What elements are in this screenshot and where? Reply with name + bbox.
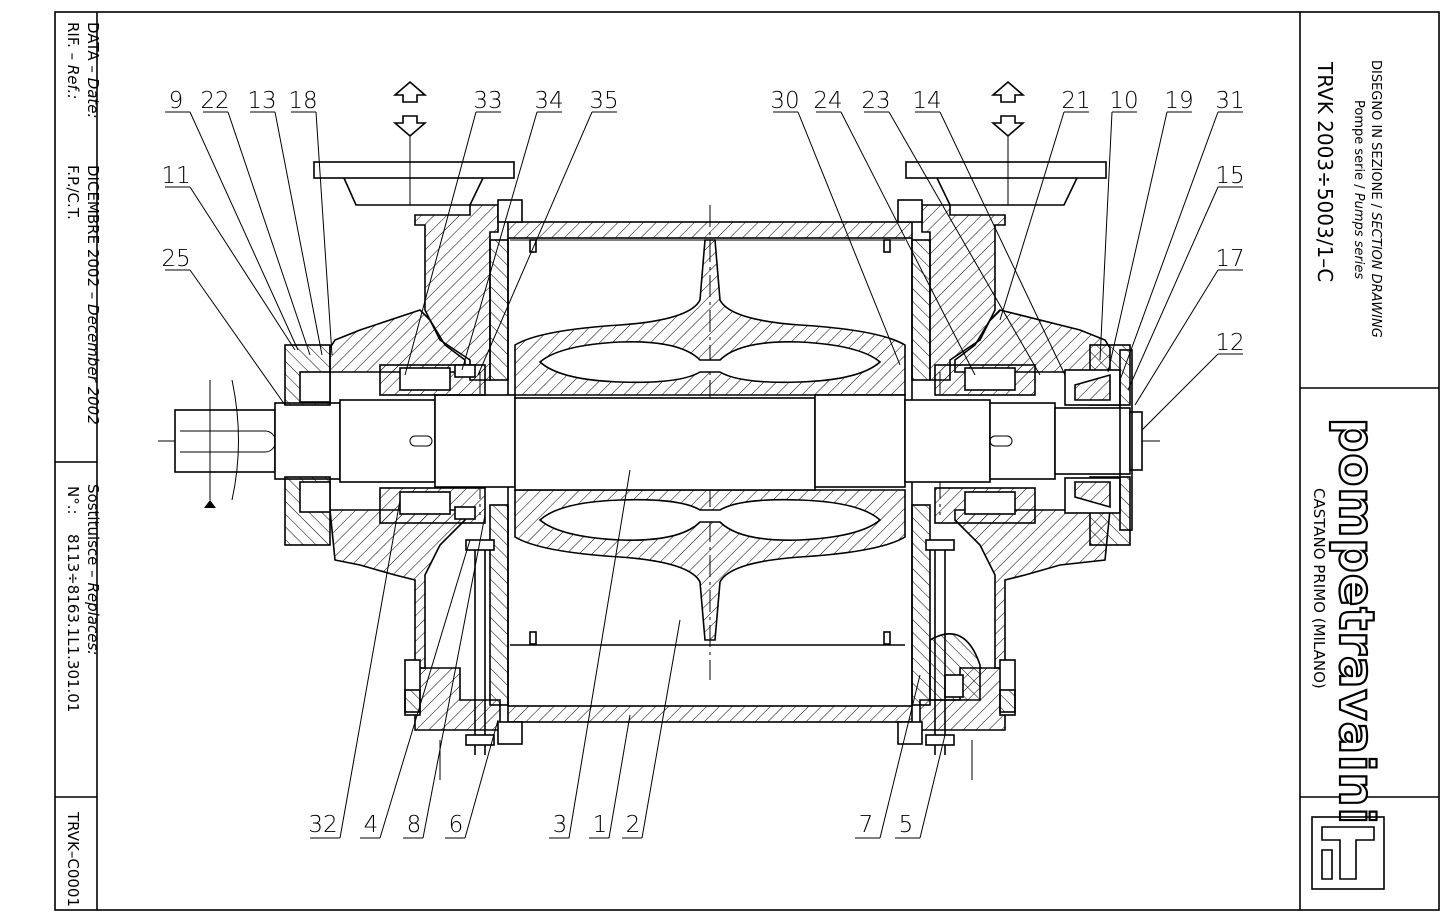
label-25: 25	[161, 246, 190, 272]
right-port-head	[919, 204, 1111, 731]
label-22: 22	[200, 88, 229, 114]
label-8: 8	[407, 812, 422, 838]
label-12: 12	[1215, 330, 1244, 356]
drawing-type: DISEGNO IN SEZIONE / SECTION DRAWING	[1368, 60, 1383, 338]
label-11: 11	[161, 163, 190, 189]
shaft	[174, 379, 1143, 508]
company-logo-mark	[1311, 816, 1385, 890]
label-21: 21	[1061, 88, 1090, 114]
model-number: TRVK 2003÷5003/1–C	[1313, 61, 1337, 282]
label-3: 3	[553, 812, 568, 838]
label-24: 24	[813, 88, 842, 114]
left-bearing-assembly	[284, 344, 486, 546]
label-10: 10	[1109, 88, 1138, 114]
label-7: 7	[859, 812, 874, 838]
label-34: 34	[534, 88, 563, 114]
label-18: 18	[288, 88, 317, 114]
ref-label: RIF. – Ref.:	[64, 22, 82, 99]
label-5: 5	[899, 812, 914, 838]
right-bearing-assembly	[934, 344, 1133, 546]
label-4: 4	[364, 812, 379, 838]
label-32: 32	[308, 812, 337, 838]
pump-section-view: 9 22 13 18 33 34 35	[158, 80, 1245, 839]
pump-body	[497, 199, 923, 745]
label-6: 6	[449, 812, 464, 838]
impeller	[510, 239, 906, 646]
callouts-top: 9 22 13 18 33 34 35	[165, 88, 1245, 381]
date-label: DATA – Date:	[84, 22, 102, 119]
label-1: 1	[593, 812, 608, 838]
number-label: N°.:	[64, 486, 82, 515]
series-label: Pompe serie / Pumps series	[1351, 100, 1366, 279]
suction-port-flange	[313, 161, 515, 206]
discharge-port-flange	[905, 161, 1107, 206]
replaces-label: Sostituisce – Replaces:	[84, 484, 102, 655]
label-31: 31	[1215, 88, 1244, 114]
label-14: 14	[912, 88, 941, 114]
tie-rods	[439, 539, 973, 780]
label-9: 9	[169, 88, 184, 114]
flow-direction-arrows	[392, 80, 1026, 205]
label-23: 23	[861, 88, 890, 114]
left-title-strip: RIF. – Ref.: DATA – Date: F.P./C.T. DICE…	[64, 22, 102, 907]
left-port-head	[329, 204, 501, 731]
callouts-right: 15 17 12	[1127, 163, 1245, 431]
callouts-left: 11 25	[161, 163, 296, 406]
label-33: 33	[473, 88, 502, 114]
company-location: CASTANO PRIMO (MILANO)	[1310, 488, 1328, 689]
label-35: 35	[589, 88, 618, 114]
label-17: 17	[1215, 246, 1244, 272]
label-30: 30	[770, 88, 799, 114]
label-13: 13	[247, 88, 276, 114]
ref-value: F.P./C.T.	[64, 165, 82, 220]
callouts-bottom: 32 4 8 6 3 1 2	[308, 469, 946, 839]
date-value: DICEMBRE 2002 – December 2002	[84, 165, 102, 425]
label-2: 2	[626, 812, 641, 838]
port-plates	[489, 239, 931, 706]
label-19: 19	[1164, 88, 1193, 114]
label-15: 15	[1215, 163, 1244, 189]
replaces-value: 8113÷8163.1L1.301.01	[64, 534, 82, 712]
right-title-block: DISEGNO IN SEZIONE / SECTION DRAWING Pom…	[1310, 60, 1385, 890]
drawing-frame	[54, 11, 1440, 911]
drawing-code: TRVK–C0001	[64, 811, 82, 907]
company-logotype: pompetravaini	[1328, 418, 1384, 825]
